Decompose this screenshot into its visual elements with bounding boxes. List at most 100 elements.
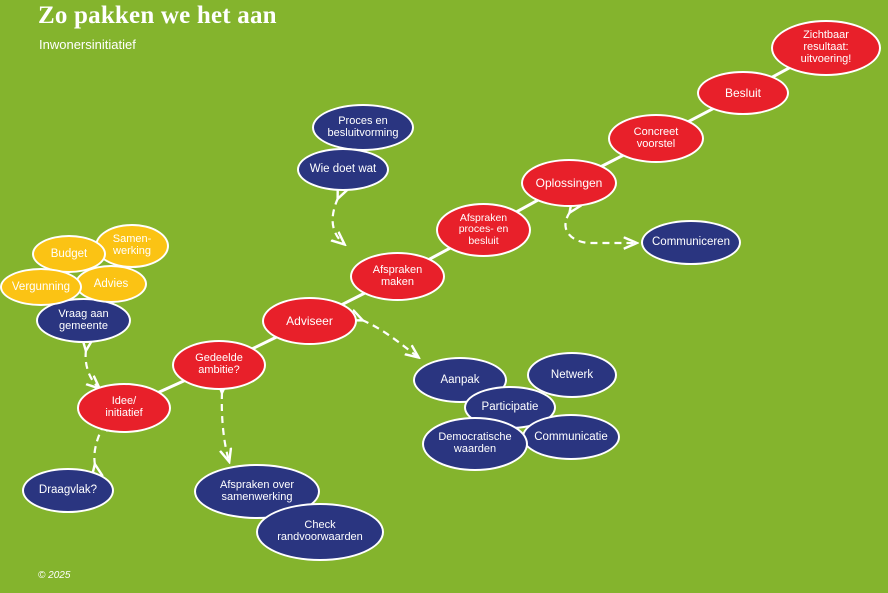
page-subtitle: Inwonersinitiatief — [39, 37, 136, 52]
node-besluit[interactable]: Besluit — [697, 71, 789, 115]
node-label-line: voorstel — [636, 137, 676, 150]
node-label-line: Vergunning — [11, 280, 71, 293]
node-label: Besluit — [724, 85, 762, 100]
node-label-line: Draagvlak? — [38, 484, 98, 497]
node-label: Netwerk — [551, 369, 593, 381]
link-afspraken-maken-to-afspraken-proces — [427, 246, 453, 262]
node-label-line: Check — [304, 519, 336, 532]
node-idee-initiatief[interactable]: Idee/initiatief — [77, 383, 171, 433]
node-netwerk[interactable]: Netwerk — [527, 352, 617, 398]
node-label-line: Zichtbaar — [803, 29, 849, 42]
node-advies[interactable]: Advies — [75, 265, 147, 303]
page-title: Zo pakken we het aan — [38, 2, 277, 29]
node-label: Wie doet wat — [310, 163, 376, 175]
node-label-line: Adviseer — [286, 313, 333, 328]
node-label-line: Afspraken — [459, 212, 508, 224]
node-label: Draagvlak? — [39, 484, 97, 496]
node-adviseer[interactable]: Adviseer — [262, 297, 357, 345]
node-label: Oplossingen — [535, 175, 603, 190]
node-label-line: Afspraken over — [220, 478, 294, 491]
node-label-line: Oplossingen — [535, 175, 603, 190]
node-wie-doet-wat[interactable]: Wie doet wat — [297, 148, 389, 191]
link-idee-initiatief-to-gedeelde-ambitie — [156, 378, 187, 395]
node-label-line: proces- en — [458, 223, 509, 236]
node-draagvlak[interactable]: Draagvlak? — [22, 468, 114, 513]
link-oplossingen-to-concreet-voorstel — [599, 153, 626, 169]
node-label: Vergunning — [12, 281, 70, 293]
node-label: Communiceren — [652, 236, 730, 248]
node-label-line: Afspraken — [372, 263, 423, 276]
node-label-line: besluit — [468, 234, 499, 247]
node-label-line: Democratische — [438, 431, 512, 444]
node-label-line: werking — [113, 245, 151, 257]
node-label-line: Advies — [93, 277, 129, 290]
dashed-link-ambitie-samenwerking — [222, 392, 229, 461]
node-label-line: Communiceren — [652, 236, 730, 249]
dashed-link-adviseer-aanpak — [362, 320, 418, 357]
node-label-line: Budget — [50, 247, 88, 260]
node-label: Idee/initiatief — [105, 395, 143, 420]
node-samenwerking[interactable]: Samen-werking — [95, 224, 169, 268]
node-label-line: resultaat: — [803, 41, 849, 54]
node-label-line: Participatie — [481, 401, 539, 414]
copyright-footer: © 2025 — [38, 570, 71, 581]
dashed-link-vraag-idee — [86, 350, 99, 388]
node-label-line: Samen- — [112, 233, 152, 246]
node-label-line: waarden — [453, 443, 497, 455]
node-label-line: Netwerk — [550, 368, 594, 381]
link-adviseer-to-afspraken-maken — [339, 291, 367, 307]
node-label-line: randvoorwaarden — [277, 531, 363, 543]
node-label: Participatie — [482, 401, 539, 413]
node-label-line: initiatief — [105, 407, 143, 419]
node-oplossingen[interactable]: Oplossingen — [521, 159, 617, 207]
dashed-link-oplossingen-communiceren — [564, 212, 636, 243]
node-label-line: besluitvorming — [327, 126, 399, 139]
node-communiceren[interactable]: Communiceren — [641, 220, 741, 265]
node-label: Samen-werking — [112, 233, 152, 258]
node-label-line: Idee/ — [111, 395, 137, 408]
node-vergunning[interactable]: Vergunning — [0, 268, 82, 306]
node-label-line: gemeente — [59, 319, 108, 332]
node-label: Adviseer — [286, 313, 333, 328]
node-label: Aanpak — [440, 374, 479, 386]
node-label-line: Proces en — [338, 114, 388, 127]
dashed-link-afspraken-wiedoetwat — [333, 198, 344, 244]
link-afspraken-proces-to-oplossingen — [514, 198, 540, 214]
node-label: Advies — [94, 278, 129, 290]
node-label-line: Wie doet wat — [309, 163, 377, 176]
node-label-line: samenwerking — [221, 490, 293, 503]
node-label-line: Communicatie — [534, 430, 608, 443]
node-label-line: Gedeelde — [195, 352, 243, 365]
node-label-line: Vraag aan — [58, 307, 109, 320]
link-concreet-voorstel-to-besluit — [686, 106, 716, 124]
node-label-line: ambitie? — [198, 364, 240, 376]
node-communicatie[interactable]: Communicatie — [522, 414, 620, 460]
node-label-line: uitvoering! — [800, 52, 852, 65]
node-label: Budget — [51, 248, 87, 260]
node-label-line: Concreet — [633, 125, 679, 138]
node-budget[interactable]: Budget — [32, 235, 106, 273]
node-label-line: maken — [380, 275, 415, 288]
node-label-line: Besluit — [724, 85, 762, 100]
node-label: Communicatie — [534, 431, 608, 443]
